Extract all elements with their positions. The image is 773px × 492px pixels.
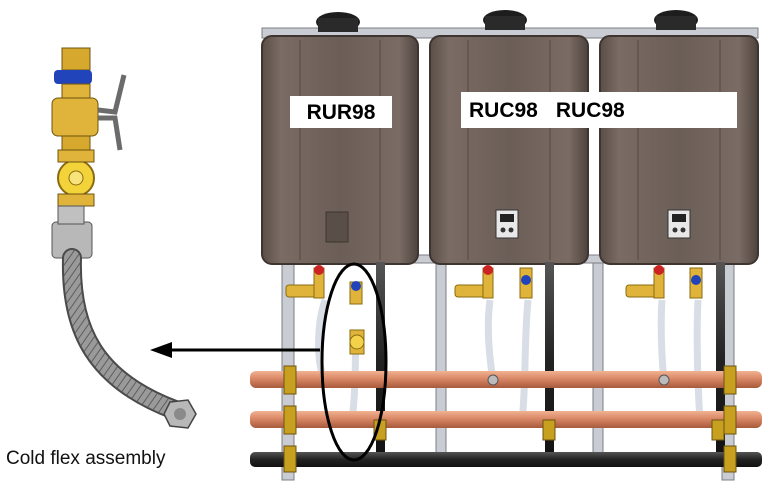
gas-header-pipe [250, 452, 762, 467]
unit-label-left: RUR98 [290, 96, 392, 128]
flex-hoses [315, 298, 704, 421]
pointer-arrow [150, 342, 320, 358]
water-heater-right [599, 10, 759, 265]
cold-flex-assembly-detail [51, 47, 197, 429]
water-heater-middle [429, 10, 589, 265]
unit-label-right-text: RUC98 [555, 98, 625, 122]
unit-label-left-text: RUR98 [306, 100, 376, 124]
unit-label-middle-text: RUC98 [469, 98, 538, 122]
water-heater-left [261, 12, 419, 265]
detail-caption: Cold flex assembly [6, 448, 166, 469]
unit-label-middle: RUC98 RUC98 [461, 92, 737, 128]
gas-pipes [376, 262, 725, 462]
isolation-valves [285, 265, 703, 355]
highlight-ellipse [320, 262, 388, 462]
